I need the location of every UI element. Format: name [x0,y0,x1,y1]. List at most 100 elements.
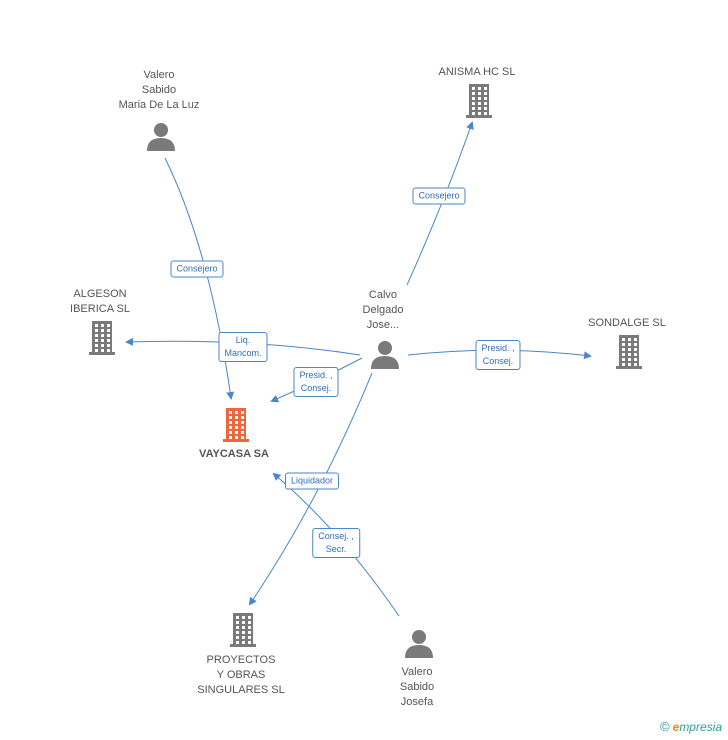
building-window [472,92,475,95]
building-window [95,329,98,332]
edge-label[interactable]: Consej. , Secr. [312,528,360,558]
building-window [634,363,637,366]
building-window [484,92,487,95]
building-icon[interactable] [616,335,642,369]
building-window [622,338,625,341]
building-window [472,97,475,100]
brand-logo: empresia [672,719,722,734]
building-window [241,421,244,424]
building-window [236,631,239,634]
building-window [236,626,239,629]
building-window [241,411,244,414]
building-window [478,97,481,100]
building-window [248,621,251,624]
edge-label[interactable]: Presid. , Consej. [293,367,339,397]
building-window [95,349,98,352]
building-window [478,87,481,90]
building-window [472,102,475,105]
building-window [229,431,232,434]
building-window [229,411,232,414]
building-window [628,353,631,356]
building-window [229,416,232,419]
node-label-vaycasa[interactable]: VAYCASA SA [199,448,269,460]
building-window [241,436,244,439]
building-window [235,411,238,414]
building-window [478,107,481,110]
main-company-icon[interactable] [223,408,249,442]
copyright-symbol: © [660,719,670,734]
building-window [235,421,238,424]
building-window [229,421,232,424]
building-window [472,112,475,115]
building-window [242,636,245,639]
building-window [248,631,251,634]
edge-label[interactable]: Liquidador [284,472,340,490]
building-window [628,363,631,366]
building-window [95,334,98,337]
building-window [242,641,245,644]
person-icon[interactable] [371,341,399,369]
building-window [634,358,637,361]
building-window [634,338,637,341]
building-window [235,436,238,439]
building-window [107,344,110,347]
building-icon[interactable] [230,613,256,647]
building-window [248,616,251,619]
building-window [101,339,104,342]
building-window [101,344,104,347]
node-label-calvo[interactable]: Calvo Delgado Jose... [362,289,404,331]
node-label-valero-maria[interactable]: Valero Sabido Maria De La Luz [118,69,200,111]
building-window [478,112,481,115]
edge-calvo-to-proyectos [248,372,373,606]
building-window [107,324,110,327]
building-window [107,329,110,332]
building-window [236,641,239,644]
building-window [628,348,631,351]
building-window [235,426,238,429]
building-window [622,343,625,346]
building-window [622,363,625,366]
building-window [107,334,110,337]
node-label-sondalge[interactable]: SONDALGE SL [588,317,666,329]
building-window [236,616,239,619]
building-icon[interactable] [466,84,492,118]
building-window [107,349,110,352]
building-base [89,352,115,355]
node-label-valero-josefa[interactable]: Valero Sabido Josefa [399,666,435,708]
node-label-algeson[interactable]: ALGESON IBERICA SL [70,288,130,315]
edge-label[interactable]: Presid. , Consej. [475,340,521,370]
node-label-proyectos[interactable]: PROYECTOS Y OBRAS SINGULARES SL [197,654,285,696]
person-body [405,645,433,658]
building-window [634,343,637,346]
building-window [484,97,487,100]
icons-layer [89,84,642,658]
building-window [229,426,232,429]
edge-label[interactable]: Consejero [412,187,466,205]
building-window [484,112,487,115]
building-icon[interactable] [89,321,115,355]
building-window [229,436,232,439]
building-window [235,431,238,434]
building-window [241,416,244,419]
building-window [242,631,245,634]
building-window [622,348,625,351]
person-icon[interactable] [405,630,433,658]
person-icon[interactable] [147,123,175,151]
edge-label[interactable]: Consejero [170,260,224,278]
building-window [478,92,481,95]
node-label-anisma[interactable]: ANISMA HC SL [438,66,516,78]
building-window [622,358,625,361]
building-window [472,107,475,110]
building-window [241,431,244,434]
building-window [472,87,475,90]
building-window [242,621,245,624]
edge-label[interactable]: Liq. Mancom. [218,332,268,362]
building-window [484,87,487,90]
building-window [622,353,625,356]
building-window [248,641,251,644]
building-base [230,644,256,647]
building-window [628,358,631,361]
building-window [478,102,481,105]
building-window [628,338,631,341]
